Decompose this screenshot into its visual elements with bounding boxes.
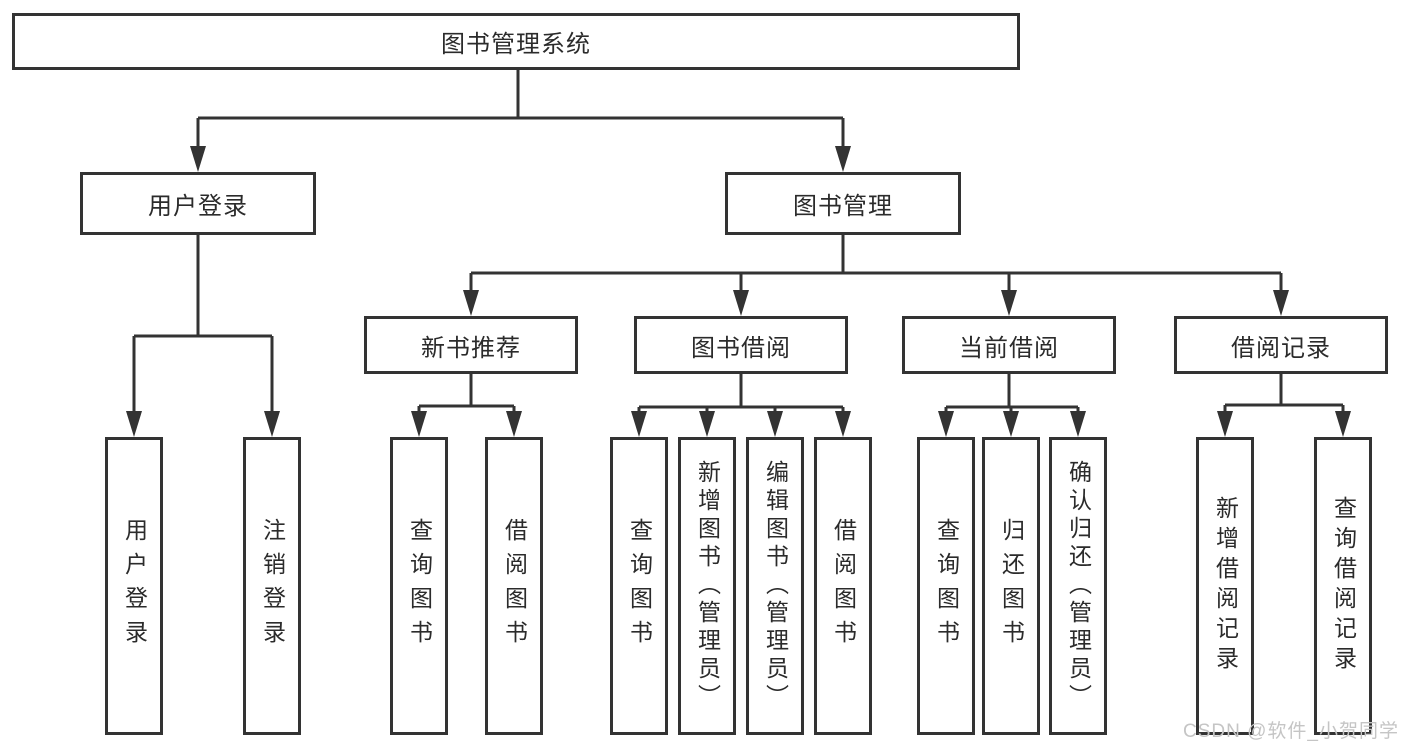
node-user-login: 用户登录 bbox=[80, 172, 316, 235]
arrow-icon bbox=[1273, 290, 1289, 316]
connector-bookmgmt-to-level3 bbox=[469, 235, 1283, 293]
node-new-book-recommend-label: 新书推荐 bbox=[421, 334, 521, 362]
node-new-book-recommend: 新书推荐 bbox=[364, 316, 578, 374]
arrow-icon bbox=[463, 290, 479, 316]
node-borrow-records-label: 借阅记录 bbox=[1231, 334, 1331, 362]
leaf-current-query-books-label: 查询图书 bbox=[933, 518, 960, 654]
node-borrow-records: 借阅记录 bbox=[1174, 316, 1388, 374]
node-book-management-label: 图书管理 bbox=[793, 193, 893, 220]
arrow-icon bbox=[1070, 411, 1086, 437]
leaf-borrow-edit-books-admin-label: 编辑图书（管理员） bbox=[762, 460, 789, 712]
arrow-icon bbox=[1335, 411, 1351, 437]
connector-bookborrow-to-leaves bbox=[637, 374, 845, 415]
arrow-icon bbox=[767, 411, 783, 437]
arrow-icon bbox=[733, 290, 749, 316]
connector-newbookrec-to-leaves bbox=[417, 374, 516, 415]
arrow-icon bbox=[835, 146, 851, 172]
node-root-label: 图书管理系统 bbox=[441, 31, 591, 58]
leaf-recommend-borrow-books: 借阅图书 bbox=[485, 437, 543, 735]
node-root: 图书管理系统 bbox=[12, 13, 1020, 70]
leaf-user-login-label: 用户登录 bbox=[121, 518, 148, 654]
arrow-icon bbox=[938, 411, 954, 437]
node-current-borrow: 当前借阅 bbox=[902, 316, 1116, 374]
connector-root-to-level2 bbox=[196, 70, 845, 150]
leaf-borrow-edit-books-admin: 编辑图书（管理员） bbox=[746, 437, 804, 735]
arrow-icon bbox=[1217, 411, 1233, 437]
leaf-current-query-books: 查询图书 bbox=[917, 437, 975, 735]
arrow-icon bbox=[411, 411, 427, 437]
arrow-icon bbox=[699, 411, 715, 437]
leaf-current-return-books-label: 归还图书 bbox=[998, 518, 1025, 654]
arrow-icon bbox=[835, 411, 851, 437]
leaf-current-confirm-return-admin: 确认归还（管理员） bbox=[1049, 437, 1107, 735]
arrow-icon bbox=[264, 411, 280, 437]
leaf-user-login: 用户登录 bbox=[105, 437, 163, 735]
arrow-icon bbox=[190, 146, 206, 172]
node-book-borrow-label: 图书借阅 bbox=[691, 334, 791, 362]
leaf-logout: 注销登录 bbox=[243, 437, 301, 735]
watermark-text: CSDN @软件_小贺同学 bbox=[1183, 721, 1399, 742]
leaf-current-confirm-return-admin-label: 确认归还（管理员） bbox=[1065, 460, 1092, 712]
leaf-recommend-borrow-books-label: 借阅图书 bbox=[501, 518, 528, 654]
node-book-management: 图书管理 bbox=[725, 172, 961, 235]
arrow-icon bbox=[631, 411, 647, 437]
arrow-icon bbox=[126, 411, 142, 437]
leaf-borrow-add-books-admin-label: 新增图书（管理员） bbox=[694, 460, 721, 712]
leaf-records-query-record: 查询借阅记录 bbox=[1314, 437, 1372, 735]
leaf-records-query-record-label: 查询借阅记录 bbox=[1330, 496, 1357, 676]
connector-borrowrecords-to-leaves bbox=[1223, 374, 1345, 415]
node-current-borrow-label: 当前借阅 bbox=[959, 334, 1059, 362]
arrow-icon bbox=[1001, 290, 1017, 316]
node-user-login-label: 用户登录 bbox=[148, 193, 248, 220]
leaf-borrow-borrow-books-label: 借阅图书 bbox=[830, 518, 857, 654]
leaf-records-add-record: 新增借阅记录 bbox=[1196, 437, 1254, 735]
leaf-recommend-query-books: 查询图书 bbox=[390, 437, 448, 735]
arrow-icon bbox=[506, 411, 522, 437]
leaf-borrow-add-books-admin: 新增图书（管理员） bbox=[678, 437, 736, 735]
arrow-icon bbox=[1003, 411, 1019, 437]
node-book-borrow: 图书借阅 bbox=[634, 316, 848, 374]
leaf-logout-label: 注销登录 bbox=[259, 518, 286, 654]
leaf-records-add-record-label: 新增借阅记录 bbox=[1212, 496, 1239, 676]
leaf-borrow-query-books: 查询图书 bbox=[610, 437, 668, 735]
leaf-recommend-query-books-label: 查询图书 bbox=[406, 518, 433, 654]
arrowheads bbox=[126, 146, 1351, 437]
connector-currentborrow-to-leaves bbox=[944, 374, 1080, 415]
connector-userlogin-to-leaves bbox=[132, 235, 274, 415]
leaf-borrow-query-books-label: 查询图书 bbox=[626, 518, 653, 654]
leaf-current-return-books: 归还图书 bbox=[982, 437, 1040, 735]
leaf-borrow-borrow-books: 借阅图书 bbox=[814, 437, 872, 735]
